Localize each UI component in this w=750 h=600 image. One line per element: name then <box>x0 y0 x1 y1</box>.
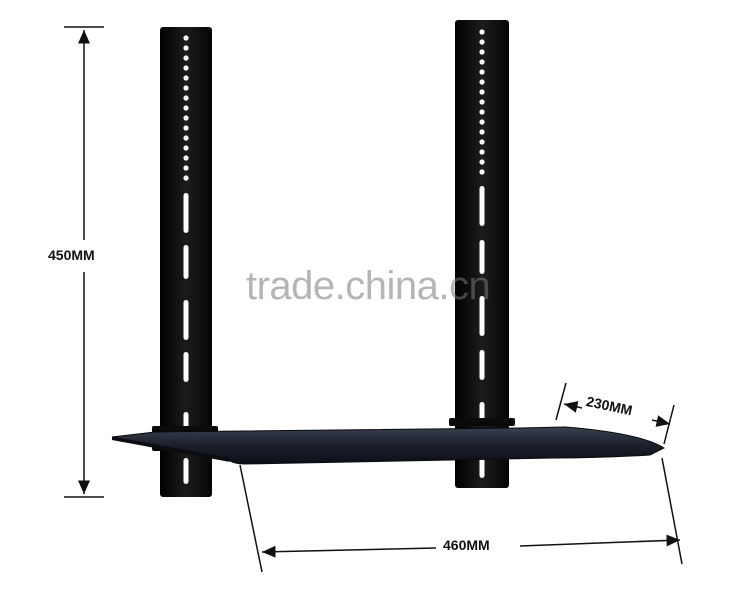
watermark-text: trade.china.cn <box>246 264 491 308</box>
height-dimension <box>64 26 104 498</box>
depth-dimension <box>555 382 675 445</box>
right-wall-bracket <box>449 20 515 488</box>
left-wall-bracket <box>152 27 218 497</box>
glass-shelf <box>111 426 666 465</box>
width-dimension <box>239 457 683 573</box>
height-dimension-label: 450MM <box>48 247 95 263</box>
width-dimension-label: 460MM <box>443 537 490 553</box>
